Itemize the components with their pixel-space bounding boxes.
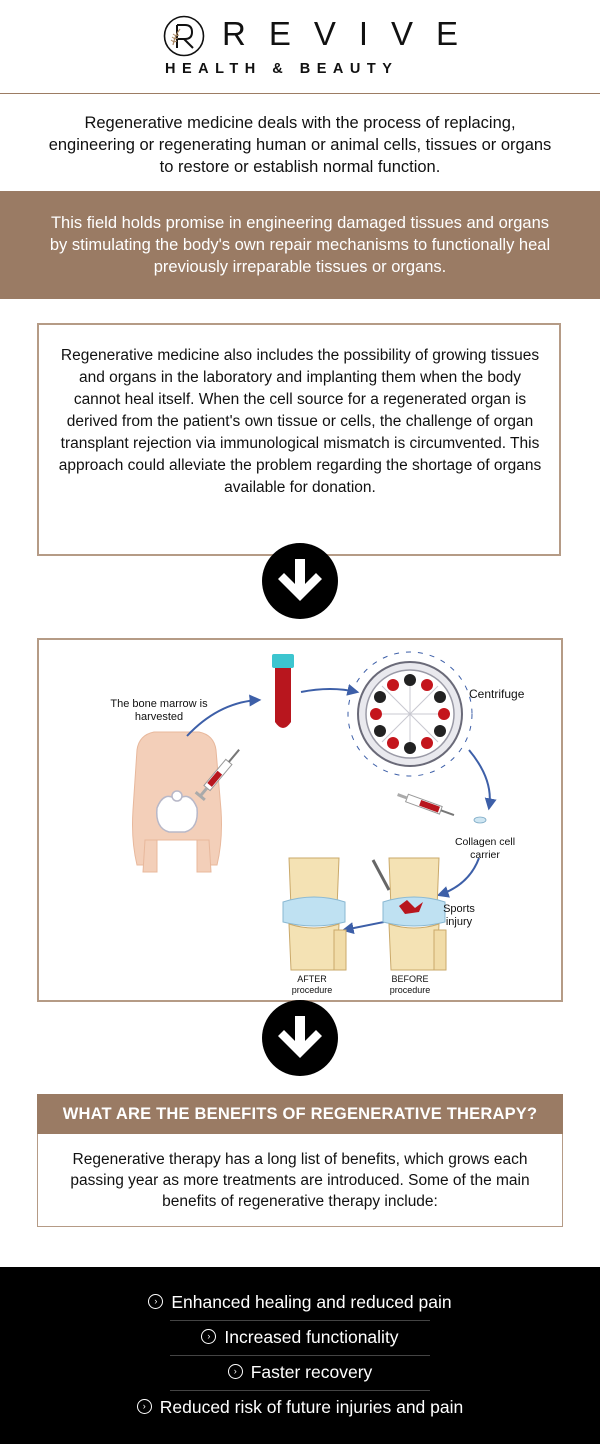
knee-before-icon — [371, 857, 447, 971]
injury-label: Sports injury — [443, 903, 475, 928]
benefit-item: › Reduced risk of future injuries and pai… — [0, 1395, 600, 1419]
benefit-item: › Increased functionality — [0, 1325, 600, 1349]
benefits-intro-box — [37, 1134, 563, 1227]
pelvis-icon — [156, 790, 198, 833]
knee-after-icon — [282, 857, 347, 971]
intro-text: Regenerative medicine deals with the pro… — [48, 114, 552, 176]
header — [0, 0, 600, 94]
benefits-intro-text: Regenerative therapy has a long list of … — [70, 1151, 530, 1210]
chevron-right-circle-icon: › — [148, 1293, 164, 1309]
down-arrow-icon — [262, 543, 338, 619]
collagen-label: Collagen cell carrier — [454, 836, 516, 861]
benefit-label: Reduced risk of future injuries and pain — [159, 1397, 464, 1417]
lab-info-text: Regenerative medicine also includes the … — [58, 347, 542, 496]
chevron-right-circle-icon: › — [201, 1328, 217, 1344]
benefit-item: › Enhanced healing and reduced pain — [0, 1290, 600, 1314]
down-arrow-icon — [262, 1000, 338, 1076]
benefits-list-footer: › Enhanced healing and reduced pain › Incr… — [0, 1267, 600, 1444]
brand-tagline: HEALTH & BEAUTY — [165, 61, 399, 77]
benefit-label: Increased functionality — [224, 1327, 399, 1347]
r-leaf-monogram-icon — [163, 15, 205, 57]
brand-name: REVIVE — [222, 15, 482, 52]
benefit-label: Faster recovery — [250, 1362, 373, 1382]
benefit-divider — [170, 1320, 430, 1321]
promise-band — [0, 191, 600, 299]
centrifuge-label: Centrifuge — [469, 687, 525, 701]
benefit-item: › Faster recovery — [0, 1360, 600, 1384]
bone-marrow-procedure-diagram: The bone marrow is harvested Centrifuge … — [39, 640, 561, 1000]
chevron-right-circle-icon: › — [227, 1363, 243, 1379]
chevron-right-circle-icon: › — [136, 1398, 152, 1414]
blood-tube-icon — [272, 654, 294, 728]
collagen-syringe-icon — [397, 793, 455, 817]
syringe-icon — [194, 749, 240, 802]
benefits-heading: WHAT ARE THE BENEFITS OF REGENERATIVE TH… — [37, 1094, 563, 1134]
promise-band-text: This field holds promise in engineering … — [49, 214, 551, 276]
centrifuge-icon — [347, 651, 473, 777]
benefit-label: Enhanced healing and reduced pain — [171, 1292, 452, 1312]
benefit-divider — [170, 1355, 430, 1356]
harvest-label: The bone marrow is harvested — [110, 698, 208, 723]
before-label: BEFORE procedure — [389, 974, 431, 995]
after-label: AFTER procedure — [291, 974, 333, 995]
benefit-divider — [170, 1390, 430, 1391]
